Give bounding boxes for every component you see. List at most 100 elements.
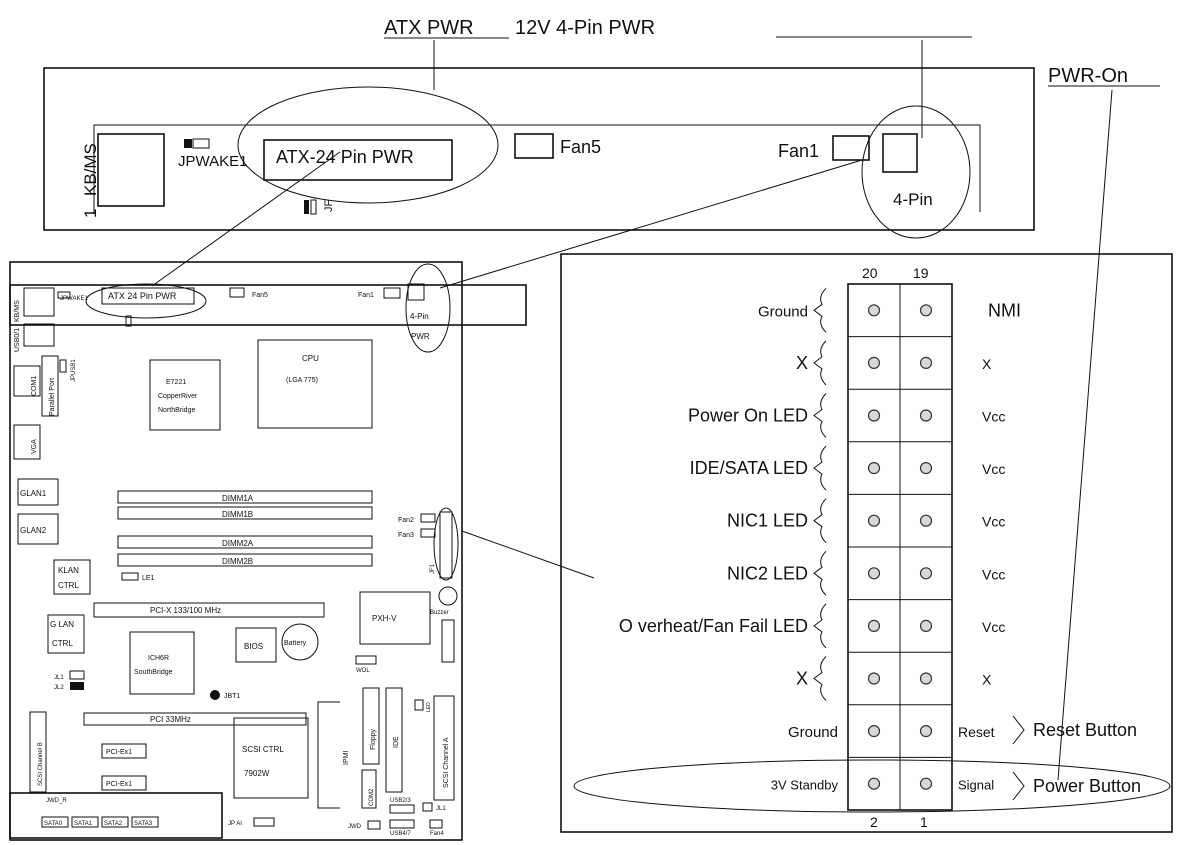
board-pciex1-slot-b bbox=[101, 775, 147, 791]
board-jf-pin bbox=[125, 315, 132, 327]
board-led-jumper bbox=[414, 699, 424, 711]
board-le1-label: LE1 bbox=[142, 575, 155, 582]
board-kbms-port bbox=[23, 287, 55, 317]
pin-even bbox=[867, 304, 881, 317]
pin-number-20: 20 bbox=[862, 265, 878, 281]
board-jl1b-jumper bbox=[422, 802, 433, 812]
board-pcix-label: PCI-X 133/100 MHz bbox=[150, 606, 221, 615]
pin-right-label: Vcc bbox=[982, 566, 1005, 582]
pin-right-label: X bbox=[982, 672, 992, 688]
board-klan-label2: CTRL bbox=[58, 581, 79, 590]
board-dimm1b-slot bbox=[117, 506, 373, 520]
zoom-board-edge bbox=[93, 124, 981, 214]
detail-panel-outline bbox=[560, 253, 1173, 833]
board-jpai-jumper bbox=[253, 817, 275, 827]
board-northbridge-label2: CopperRiver bbox=[158, 393, 198, 400]
board-bios-label: BIOS bbox=[244, 642, 263, 651]
zoom-jf-label: JF bbox=[323, 200, 335, 213]
board-sata1-label: SATA1 bbox=[74, 821, 93, 827]
board-parallel-port bbox=[41, 355, 59, 417]
board-sata0-label: SATA0 bbox=[44, 821, 63, 827]
board-pci33-slot bbox=[83, 712, 307, 726]
board-4pin-label: 4-Pin bbox=[410, 312, 429, 321]
pin-right-label: Vcc bbox=[982, 514, 1005, 530]
board-jwd-jumper bbox=[367, 820, 381, 830]
pin-left-label: Power On LED bbox=[688, 406, 808, 426]
pin-even bbox=[867, 567, 881, 580]
board-jl2-jumper bbox=[70, 682, 84, 690]
board-pciex1-slot-a bbox=[101, 743, 147, 759]
board-jl1b-label: JL1 bbox=[436, 806, 446, 812]
board-sata2-label: SATA2 bbox=[104, 821, 123, 827]
board-glan2-port bbox=[17, 513, 59, 545]
board-parallel-label: Parallel Port bbox=[49, 378, 56, 416]
pin-left-label: X bbox=[796, 669, 808, 689]
pin-even bbox=[867, 672, 881, 685]
board-dimm2b-slot bbox=[117, 553, 373, 567]
board-southbridge-chip bbox=[129, 631, 195, 695]
leader-jf1 bbox=[461, 530, 595, 579]
leader-lines bbox=[151, 40, 1113, 781]
pin-right-label: NMI bbox=[988, 300, 1021, 320]
board-jf1-label: JF1 bbox=[430, 563, 436, 574]
zoom-4pin-label: 4-Pin bbox=[893, 190, 933, 209]
board-atx24-connector bbox=[101, 287, 195, 305]
zoom-jf-pin2 bbox=[310, 199, 317, 215]
board-jl1-label: JL1 bbox=[54, 675, 64, 681]
board-atx24-ellipse bbox=[85, 283, 207, 319]
leader-4pin-zoom bbox=[439, 159, 863, 289]
board-dimm2b-label: DIMM2B bbox=[222, 557, 253, 566]
board-scsi-a-label: SCSI Channel A bbox=[443, 737, 450, 788]
zoom-jpwake-label: JPWAKE1 bbox=[178, 153, 247, 170]
zoom-atx24-ellipse bbox=[237, 86, 499, 204]
board-jpwake-jumper bbox=[57, 291, 71, 299]
leader-atx-zoom bbox=[151, 151, 341, 287]
pin-left-label: X bbox=[796, 353, 808, 373]
zoom-kbms-number: 1 bbox=[81, 209, 100, 218]
pin-even bbox=[867, 514, 881, 527]
board-northbridge-label1: E7221 bbox=[166, 379, 186, 386]
board-pxh-chip bbox=[359, 591, 431, 645]
board-scsi-a-connector bbox=[433, 695, 455, 801]
zoom-jf-pin bbox=[304, 200, 309, 214]
board-jpwake-label: JPWAKE1 bbox=[60, 296, 88, 302]
board-dimm2a-slot bbox=[117, 535, 373, 549]
zoom-atx24-label: ATX-24 Pin PWR bbox=[276, 147, 414, 167]
pin-even bbox=[867, 777, 881, 790]
board-vga-label: VGA bbox=[31, 439, 38, 454]
zoom-fan1-label: Fan1 bbox=[778, 141, 819, 161]
pin-bracket bbox=[813, 393, 827, 438]
board-scsi-ctrl-chip bbox=[233, 717, 309, 799]
board-floppy-label: Floppy bbox=[370, 728, 377, 750]
pin-odd bbox=[919, 409, 933, 422]
board-buzzer-label: Buzzer bbox=[430, 610, 449, 616]
board-sata3-label: SATA3 bbox=[134, 821, 153, 827]
board-pciex1-label-b: PCI-Ex1 bbox=[106, 781, 132, 788]
board-battery-label: Battery bbox=[284, 640, 307, 647]
pin-right-label: Vcc bbox=[982, 461, 1005, 477]
board-fan4-connector bbox=[429, 819, 443, 829]
board-jl1-jumper bbox=[69, 670, 85, 680]
board-usb-label: USB0/1 bbox=[14, 328, 21, 352]
pin-left-label: NIC1 LED bbox=[727, 511, 808, 531]
power-button-label: Power Button bbox=[1033, 776, 1141, 796]
pin-left-label: NIC2 LED bbox=[727, 563, 808, 583]
zoom-jpwake-jumper bbox=[192, 138, 210, 149]
board-cpu-label2: (LGA 775) bbox=[286, 377, 318, 384]
board-fan5-label: Fan5 bbox=[252, 292, 268, 299]
board-glan-ctrl-label1: G LAN bbox=[50, 620, 74, 629]
pin-odd bbox=[919, 304, 933, 317]
board-glan1-label: GLAN1 bbox=[20, 489, 47, 498]
zoomed-connector-strip: KB/MS 1 JPWAKE1 ATX-24 Pin PWR JF Fan5 F… bbox=[43, 67, 1035, 239]
zoom-fan5-connector bbox=[514, 133, 554, 159]
board-battery bbox=[281, 623, 319, 661]
board-floppy-connector bbox=[362, 687, 380, 765]
board-ide-label: IDE bbox=[393, 736, 400, 748]
power-bracket bbox=[1012, 771, 1025, 801]
board-fan2-label: Fan2 bbox=[398, 517, 414, 524]
pin-odd bbox=[919, 724, 933, 738]
board-jpusb1-jumper bbox=[59, 359, 67, 373]
board-pci33-label: PCI 33MHz bbox=[150, 715, 191, 724]
reset-bracket bbox=[1012, 715, 1025, 745]
board-bottom-strip bbox=[9, 792, 223, 839]
